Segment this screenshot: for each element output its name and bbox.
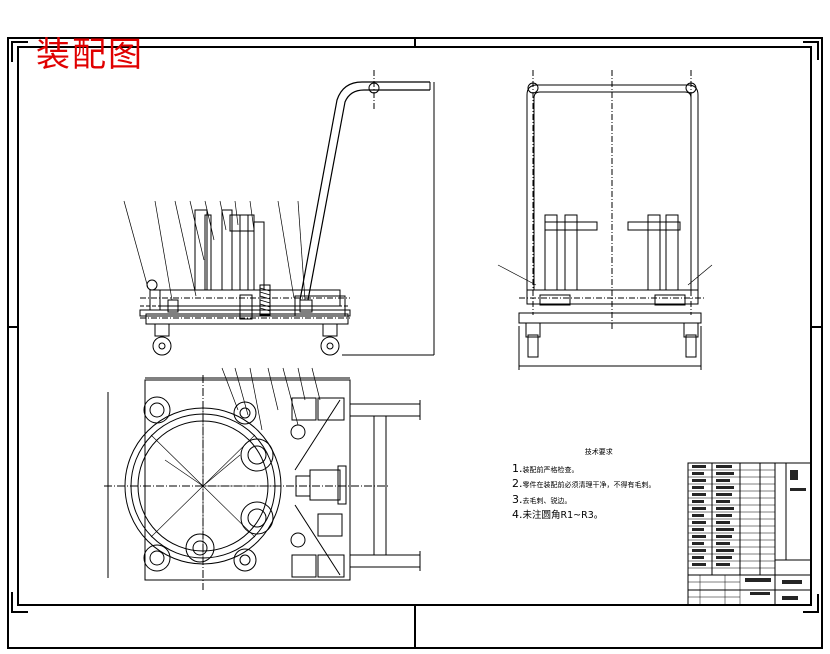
note-item: 1.装配前严格检查。 [512, 462, 656, 478]
corner-marks [11, 41, 819, 613]
note-text: 去毛刺、锐边。 [522, 496, 572, 505]
note-text: 未注圆角R1~R3。 [522, 510, 604, 521]
side-view [497, 70, 713, 370]
note-text: 零件在装配前必须清理干净，不得有毛刺。 [522, 481, 656, 489]
top-view [104, 367, 421, 590]
front-view [123, 70, 435, 356]
note-number: 4. [512, 508, 523, 521]
note-item: 4.未注圆角R1~R3。 [512, 508, 656, 523]
note-number: 3. [512, 492, 523, 506]
sheet-border [7, 37, 823, 649]
notes-heading: 技术要求 [584, 448, 613, 456]
title-block [687, 462, 812, 606]
technical-notes: 技术要求 1.装配前严格检查。 2.零件在装配前必须清理干净，不得有毛刺。 3.… [512, 446, 656, 523]
note-number: 1. [512, 461, 523, 475]
note-number: 2. [512, 477, 523, 490]
note-text: 装配前严格检查。 [522, 465, 579, 474]
note-item: 2.零件在装配前必须清理干净，不得有毛刺。 [512, 477, 656, 493]
note-item: 3.去毛刺、锐边。 [512, 493, 656, 509]
drawing-title: 装配图 [36, 35, 144, 75]
